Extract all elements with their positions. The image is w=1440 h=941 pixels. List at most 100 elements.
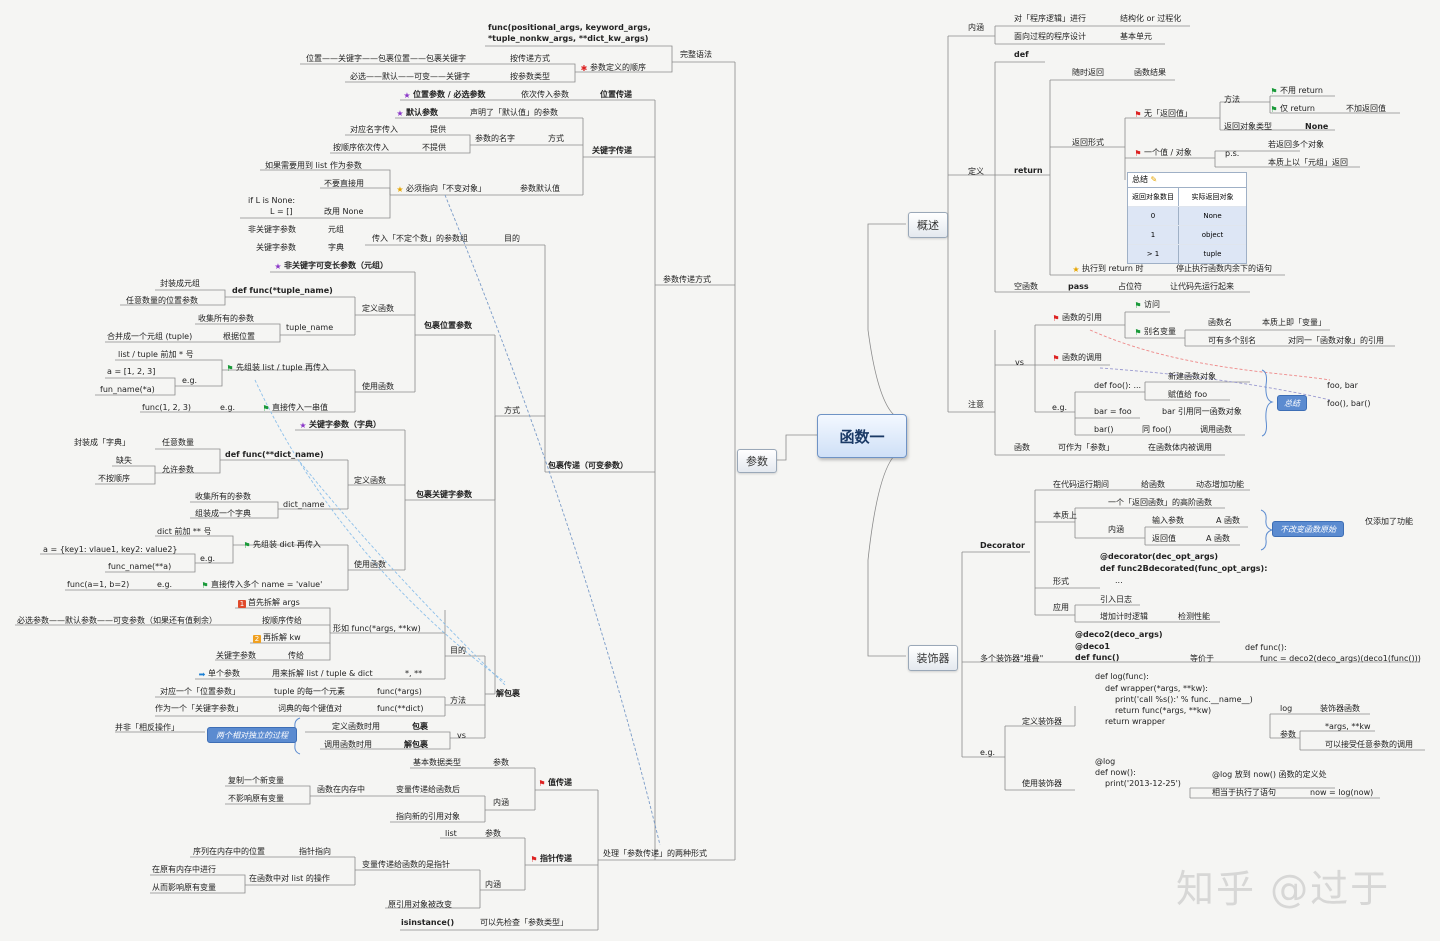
p-full: 完整语法 bbox=[680, 50, 712, 59]
d-param: 参数 bbox=[1280, 730, 1296, 739]
v-kw: 关键字参数 bbox=[256, 243, 296, 252]
v-func123: func(1, 2, 3) bbox=[142, 403, 192, 412]
p-order: ✱参数定义的顺序 bbox=[580, 63, 646, 73]
p-nodirect: 不要直接用 bbox=[324, 179, 364, 188]
d-onlyadd: 仅添加了功能 bbox=[1365, 517, 1413, 526]
w-basic: 基本数据类型 bbox=[413, 758, 461, 767]
o-asparam: 可作为「参数」 bbox=[1058, 443, 1114, 452]
o-struct2: 结构化 or 过程化 bbox=[1120, 14, 1182, 23]
d-multi: 多个装饰器"堆叠" bbox=[980, 654, 1044, 663]
d-c5: return wrapper bbox=[1105, 717, 1166, 726]
v-eg3: e.g. bbox=[200, 554, 216, 563]
w-newref: 指向新的引用对象 bbox=[396, 812, 460, 821]
d-eq1: def func(): bbox=[1245, 643, 1287, 652]
flag-icon: ⚑ bbox=[262, 404, 270, 413]
u-form: 形如 func(*args, **kw) bbox=[333, 624, 421, 633]
o-fname: 函数名 bbox=[1208, 318, 1232, 327]
p-provide: 提供 bbox=[430, 125, 446, 134]
d-retval: 返回值 bbox=[1152, 534, 1176, 543]
d-decofn: 装饰器函数 bbox=[1320, 704, 1360, 713]
d-apply: 应用 bbox=[1053, 603, 1069, 612]
d-stack3: def func() bbox=[1075, 653, 1120, 662]
v-directkv: ⚑直接传入多个 name = 'value' bbox=[201, 580, 323, 590]
o-struct1: 对「程序逻辑」进行 bbox=[1014, 14, 1086, 23]
root-node[interactable]: 函数一 bbox=[817, 414, 907, 458]
v-mergetuple: 合并成一个元组 (tuple) bbox=[107, 332, 193, 341]
w-varafter: 变量传递给函数后 bbox=[396, 785, 460, 794]
o-callfn: 调用函数 bbox=[1200, 425, 1232, 434]
u-twoproc: 两个相对独立的过程 bbox=[207, 727, 297, 743]
w-origchange: 原引用对象被改变 bbox=[388, 900, 452, 909]
d-logl: log bbox=[1280, 704, 1293, 713]
u-purpose: 目的 bbox=[450, 646, 466, 655]
d-eg: e.g. bbox=[980, 748, 996, 757]
v-kwargs: ★关键字参数（字典） bbox=[299, 420, 381, 430]
v-dictname: dict_name bbox=[283, 500, 325, 509]
v-packkw: 包裹关键字参数 bbox=[416, 490, 472, 499]
u-funckw: func(**dict) bbox=[377, 704, 424, 713]
table-row: 返回对象数目 实际返回对象 bbox=[1128, 188, 1246, 207]
flag-icon: ⚑ bbox=[243, 541, 251, 550]
v-nonkw: 非关键字参数 bbox=[248, 225, 296, 234]
u-funcargs: func(*args) bbox=[377, 687, 422, 696]
p-default: ★默认参数 bbox=[396, 108, 438, 118]
p-pos: ★位置参数 / 必选参数 bbox=[403, 90, 486, 100]
o-tuple: 本质上以「元组」返回 bbox=[1268, 158, 1348, 167]
o-multi: 若返回多个对象 bbox=[1268, 140, 1324, 149]
node-params[interactable]: 参数 bbox=[737, 449, 777, 473]
w-affect: 从而影响原有变量 bbox=[152, 883, 216, 892]
o-unit: 基本单元 bbox=[1120, 32, 1152, 41]
u-eachkv: 词典的每个键值对 bbox=[278, 704, 342, 713]
v-defdict: def func(**dict_name) bbox=[225, 450, 324, 459]
star-icon: ★ bbox=[274, 262, 282, 271]
u-single: ➡单个参数 bbox=[198, 669, 240, 679]
v-usefunc2: 使用函数 bbox=[354, 560, 386, 569]
d-decorator: Decorator bbox=[980, 541, 1025, 550]
w-isinst: isinstance() bbox=[401, 918, 455, 927]
o-stop: 停止执行函数内余下的语句 bbox=[1176, 264, 1272, 273]
table-header: 返回对象数目 bbox=[1128, 188, 1179, 206]
star-icon: ★ bbox=[299, 421, 307, 430]
watermark: 知乎 @过于 bbox=[1176, 867, 1391, 911]
p-bytype: 按参数类型 bbox=[510, 72, 550, 81]
p-defval: 参数默认值 bbox=[520, 184, 560, 193]
d-stack1: @deco2(deco_args) bbox=[1075, 630, 1163, 639]
flag-icon: ⚑ bbox=[1134, 149, 1142, 158]
v-purpose: 目的 bbox=[504, 234, 520, 243]
number-1-icon: 1 bbox=[238, 600, 246, 608]
star-icon: ★ bbox=[1072, 265, 1080, 274]
o-empty: 空函数 bbox=[1014, 282, 1038, 291]
o-retform: 返回形式 bbox=[1072, 138, 1104, 147]
d-log: 引入日志 bbox=[1100, 595, 1132, 604]
u-passto: 传给 bbox=[288, 651, 304, 660]
v-a: a = [1, 2, 3] bbox=[107, 367, 156, 376]
d-equiv: 等价于 bbox=[1190, 654, 1214, 663]
p-listdef: 如果需要用到 list 作为参数 bbox=[265, 161, 362, 170]
flag-icon: ⚑ bbox=[1270, 105, 1278, 114]
table-cell: None bbox=[1179, 207, 1246, 225]
d-hof: 一个「返回函数」的高阶函数 bbox=[1108, 498, 1212, 507]
o-define: 定义 bbox=[968, 167, 984, 176]
node-overview[interactable]: 概述 bbox=[908, 212, 948, 238]
o-foobar: foo, bar bbox=[1327, 381, 1358, 390]
flag-icon: ⚑ bbox=[1134, 301, 1142, 310]
p-defaultdesc: 声明了「默认值」的参数 bbox=[470, 108, 558, 117]
table-cell: object bbox=[1179, 226, 1246, 244]
p-posdesc: 依次传入参数 bbox=[521, 90, 569, 99]
w-nochange: 不影响原有变量 bbox=[228, 794, 284, 803]
v-usefunc: 使用函数 bbox=[362, 382, 394, 391]
w-param: 参数 bbox=[493, 758, 509, 767]
p-funcsig2: *tuple_nonkw_args, **dict_kw_args) bbox=[488, 34, 649, 43]
o-noadd: 不加返回值 bbox=[1346, 104, 1386, 113]
flag-icon: ⚑ bbox=[1134, 110, 1142, 119]
star-icon: ★ bbox=[403, 91, 411, 100]
o-func: 函数 bbox=[1014, 443, 1030, 452]
v-packpos: 包裹位置参数 bbox=[424, 321, 472, 330]
w-ptr: ⚑指针传递 bbox=[530, 854, 572, 864]
u-calltime: 调用函数时用 bbox=[324, 740, 372, 749]
o-isvar: 本质上即「变量」 bbox=[1262, 318, 1326, 327]
node-decorator[interactable]: 装饰器 bbox=[908, 645, 958, 671]
d-runtime: 在代码运行期间 bbox=[1053, 480, 1109, 489]
